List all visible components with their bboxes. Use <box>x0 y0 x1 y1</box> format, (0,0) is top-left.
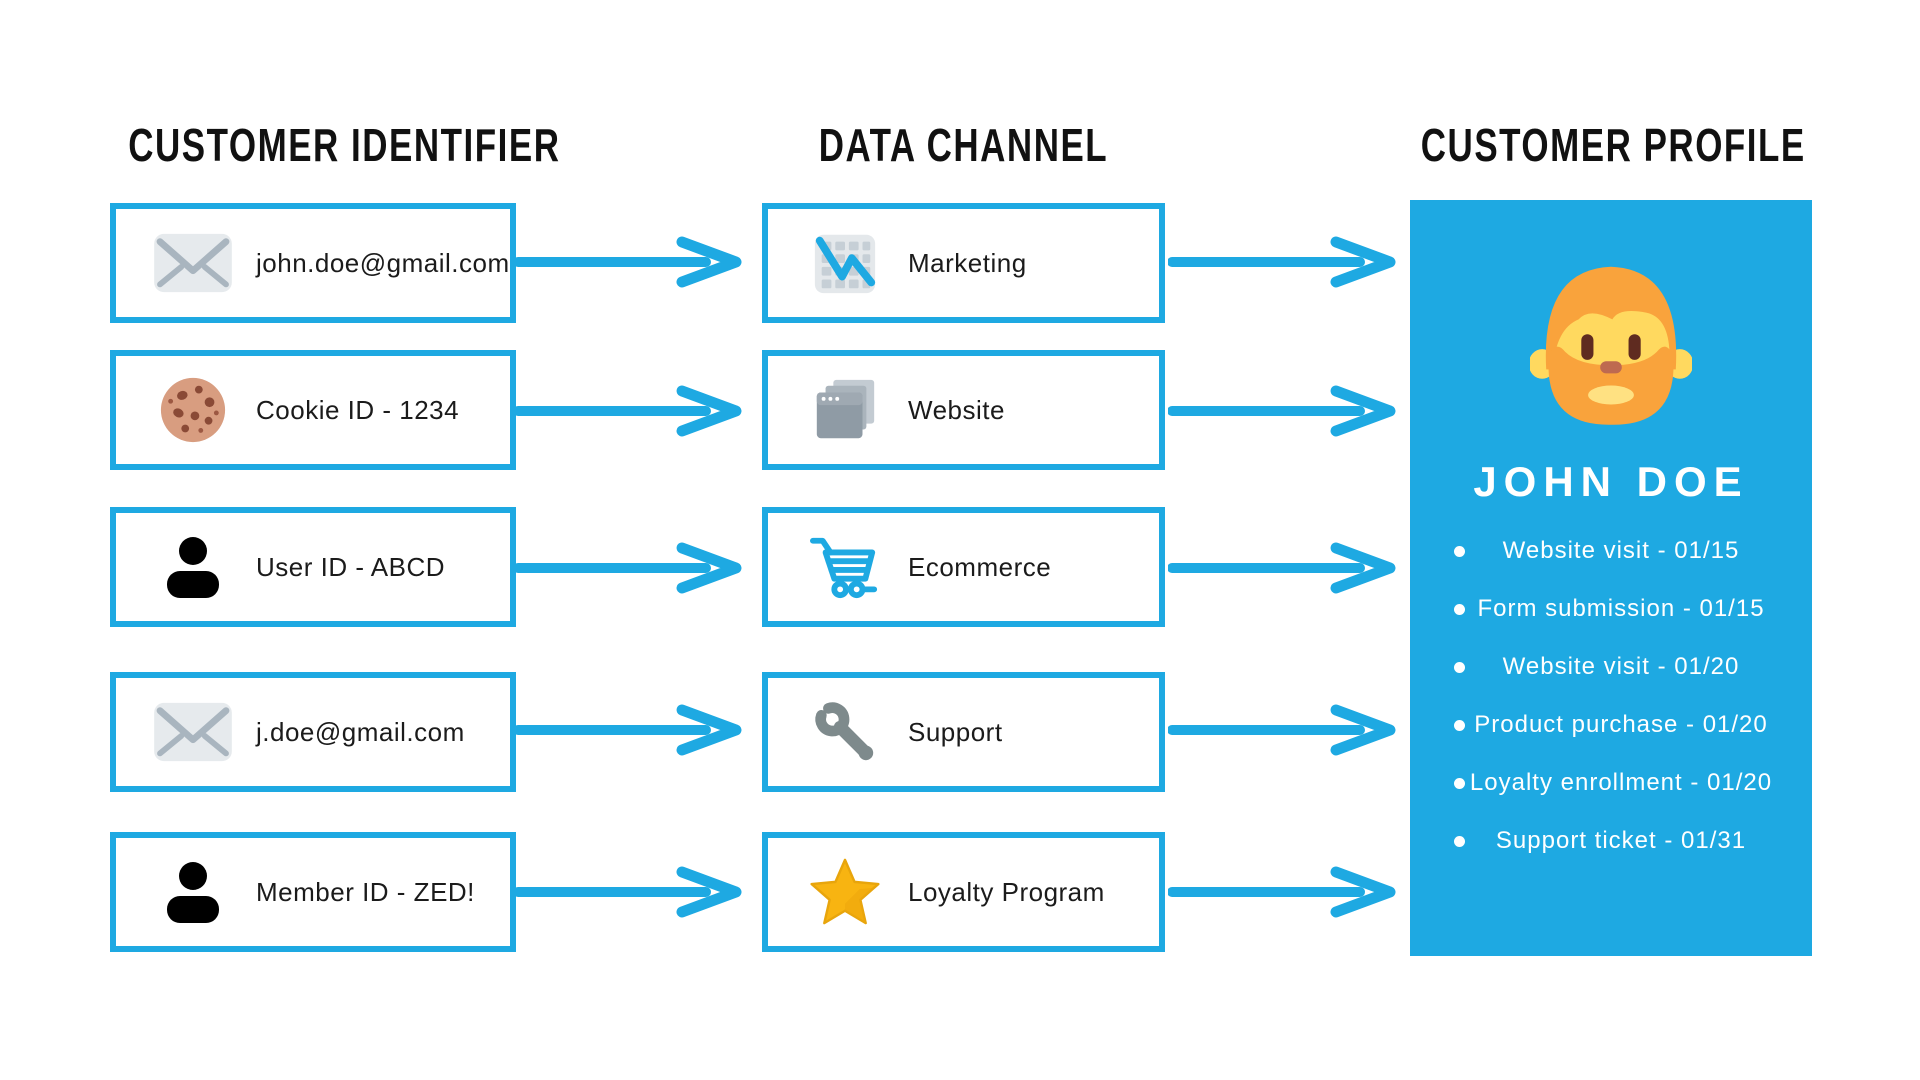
browser-icon <box>802 375 888 445</box>
envelope-icon <box>150 230 236 296</box>
channel-label: Loyalty Program <box>908 876 1105 907</box>
profile-event: Website visit - 01/15 <box>1410 522 1812 580</box>
arrow-channel-to-profile <box>1168 704 1396 756</box>
column-title-customer-profile: CUSTOMER PROFILE <box>1360 118 1862 171</box>
bearded-man-avatar <box>1528 252 1694 435</box>
cookie-icon <box>150 375 236 445</box>
arrow-channel-to-profile <box>1168 542 1396 594</box>
column-title-text: CUSTOMER IDENTIFIER <box>128 119 561 171</box>
arrow-channel-to-profile <box>1168 385 1396 437</box>
profile-event: Website visit - 01/20 <box>1410 638 1812 696</box>
channel-box-marketing: Marketing <box>762 203 1165 323</box>
identifier-box-member-id: Member ID - ZED! <box>110 832 516 952</box>
column-title-text: CUSTOMER PROFILE <box>1420 119 1806 171</box>
person-icon <box>150 534 236 600</box>
arrow-identifier-to-channel <box>514 704 742 756</box>
identifier-box-cookie: Cookie ID - 1234 <box>110 350 516 470</box>
profile-name: JOHN DOE <box>1473 458 1749 505</box>
arrow-channel-to-profile <box>1168 236 1396 288</box>
channel-label: Marketing <box>908 247 1027 278</box>
arrow-channel-to-profile <box>1168 866 1396 918</box>
arrow-identifier-to-channel <box>514 236 742 288</box>
profile-event: Support ticket - 01/31 <box>1410 812 1812 870</box>
arrow-identifier-to-channel <box>514 542 742 594</box>
chart-icon <box>802 228 888 298</box>
channel-box-website: Website <box>762 350 1165 470</box>
identifier-label: Member ID - ZED! <box>256 876 475 907</box>
identifier-box-email-1: john.doe@gmail.com <box>110 203 516 323</box>
envelope-icon <box>150 699 236 765</box>
channel-box-support: Support <box>762 672 1165 792</box>
profile-event: Product purchase - 01/20 <box>1410 696 1812 754</box>
wrench-icon <box>802 697 888 767</box>
channel-label: Ecommerce <box>908 551 1052 582</box>
cart-icon <box>802 532 888 602</box>
channel-label: Website <box>908 394 1005 425</box>
column-title-customer-identifier: CUSTOMER IDENTIFIER <box>60 118 566 171</box>
channel-box-ecommerce: Ecommerce <box>762 507 1165 627</box>
arrow-identifier-to-channel <box>514 385 742 437</box>
identifier-label: Cookie ID - 1234 <box>256 394 460 425</box>
identifier-label: User ID - ABCD <box>256 551 446 582</box>
column-title-data-channel: DATA CHANNEL <box>712 118 1215 171</box>
customer-profile-panel: JOHN DOE Website visit - 01/15 Form subm… <box>1410 200 1812 956</box>
arrow-identifier-to-channel <box>514 866 742 918</box>
profile-event-list: Website visit - 01/15 Form submission - … <box>1410 522 1812 870</box>
identifier-box-email-2: j.doe@gmail.com <box>110 672 516 792</box>
person-icon <box>150 859 236 925</box>
identifier-label: john.doe@gmail.com <box>256 247 510 278</box>
identifier-label: j.doe@gmail.com <box>256 716 465 747</box>
profile-event: Form submission - 01/15 <box>1410 580 1812 638</box>
column-title-text: DATA CHANNEL <box>818 119 1109 171</box>
identifier-box-user-id: User ID - ABCD <box>110 507 516 627</box>
channel-label: Support <box>908 716 1003 747</box>
profile-event: Loyalty enrollment - 01/20 <box>1410 754 1812 812</box>
star-icon <box>802 857 888 927</box>
channel-box-loyalty: Loyalty Program <box>762 832 1165 952</box>
